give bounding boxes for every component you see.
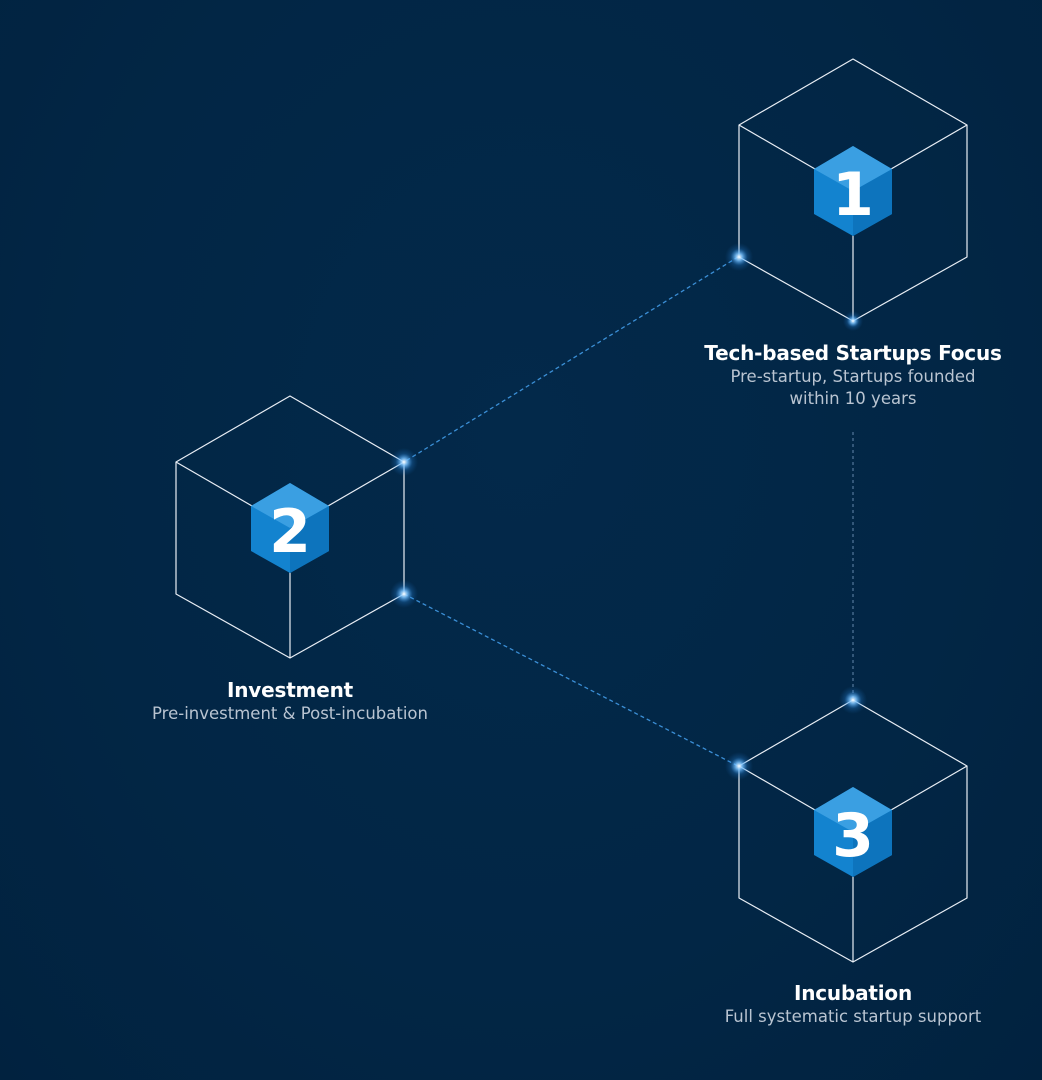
- glow-point: [725, 752, 753, 780]
- node-3-label: Incubation Full systematic startup suppo…: [653, 980, 1042, 1028]
- node-1-label: Tech-based Startups Focus Pre-startup, S…: [653, 340, 1042, 410]
- glow-point: [390, 448, 418, 476]
- glow-points: [390, 243, 867, 780]
- node-1-subtitle-line-2: within 10 years: [789, 389, 917, 408]
- badge-3-number: 3: [832, 801, 874, 871]
- node-2-subtitle-line-1: Pre-investment & Post-incubation: [152, 704, 428, 723]
- cube-3: 3: [738, 699, 968, 963]
- badge-2: 2: [251, 483, 329, 573]
- badge-1-number: 1: [832, 160, 874, 230]
- badge-2-number: 2: [269, 497, 311, 567]
- node-2-label: Investment Pre-investment & Post-incubat…: [90, 677, 490, 725]
- glow-point: [390, 580, 418, 608]
- node-1-title: Tech-based Startups Focus: [704, 341, 1002, 365]
- node-3-subtitle-line-1: Full systematic startup support: [724, 1007, 982, 1026]
- glow-point: [725, 243, 753, 271]
- glow-point: [843, 311, 863, 331]
- badge-3: 3: [814, 787, 892, 877]
- badge-1: 1: [814, 146, 892, 236]
- cube-2: 2: [175, 395, 405, 659]
- node-2-title: Investment: [227, 678, 353, 702]
- connector-1-2: [403, 256, 739, 463]
- connectors: [403, 256, 854, 767]
- cube-1: 1: [738, 58, 968, 322]
- glow-point: [839, 686, 867, 714]
- node-1-subtitle-line-1: Pre-startup, Startups founded: [730, 367, 976, 386]
- node-3-title: Incubation: [794, 981, 912, 1005]
